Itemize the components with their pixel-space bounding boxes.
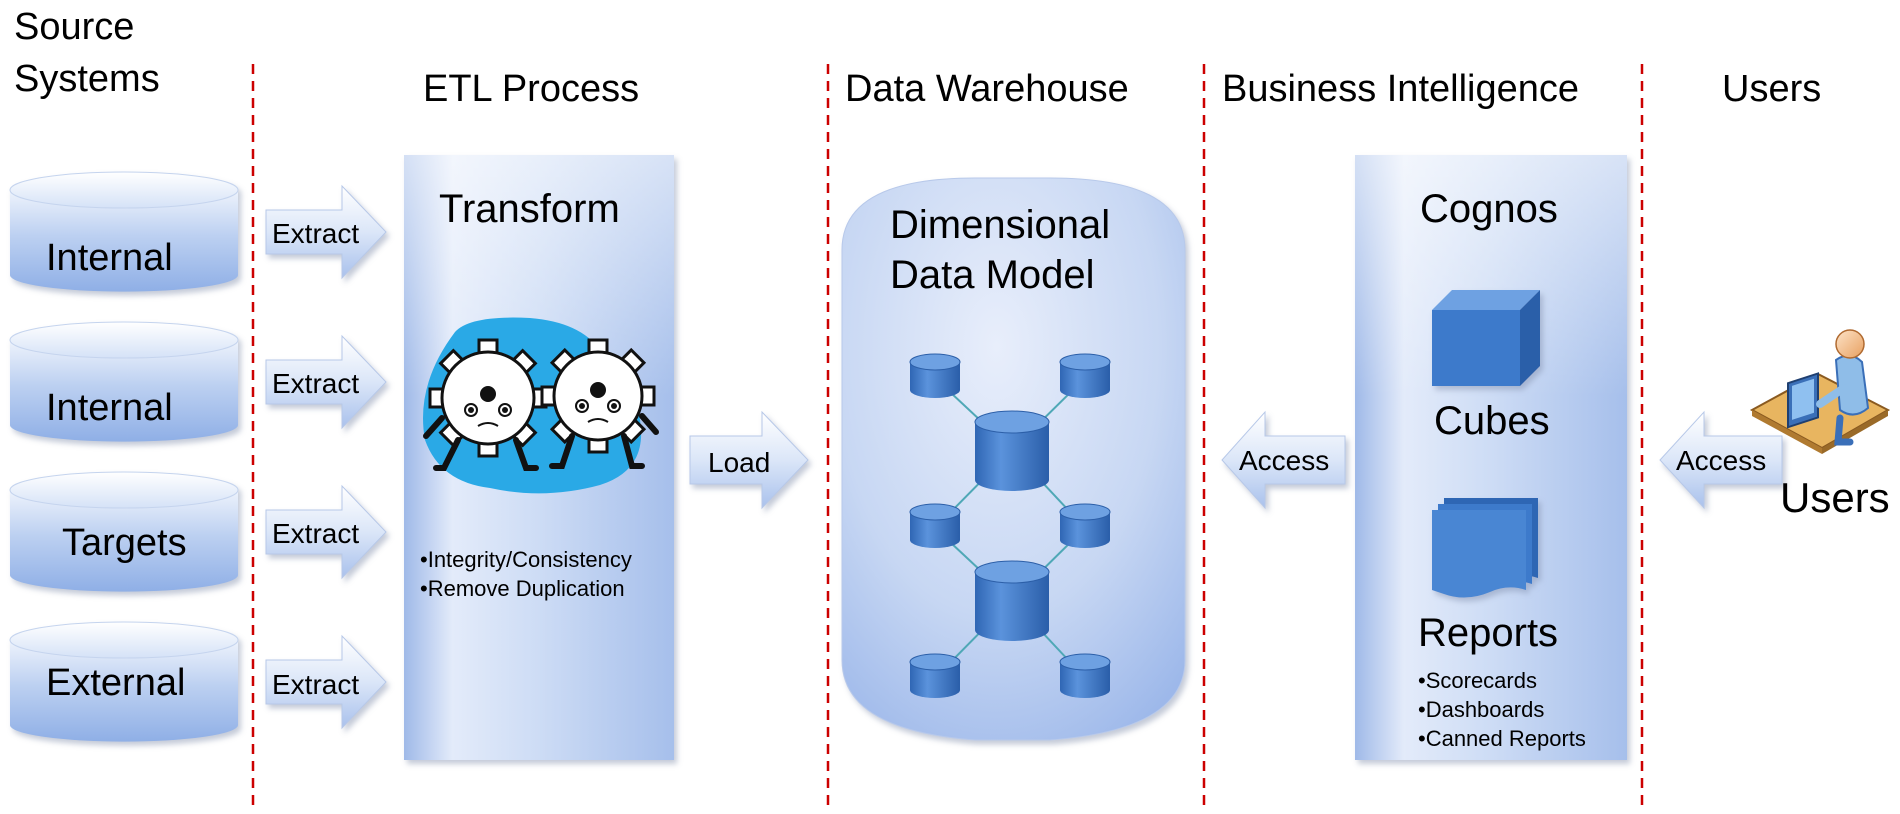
transform-title: Transform — [439, 187, 620, 231]
extract-label-1: Extract — [272, 218, 359, 249]
warehouse-title-line1: Dimensional — [890, 203, 1110, 247]
cubes-label: Cubes — [1434, 399, 1550, 443]
header-data-warehouse: Data Warehouse — [845, 68, 1129, 110]
load-arrow — [689, 410, 809, 510]
users-access-arrow — [1659, 410, 1783, 510]
extract-label-4: Extract — [272, 669, 359, 700]
extract-arrow-3 — [265, 484, 387, 580]
source-label-2: Internal — [46, 387, 173, 429]
model-node-dimension — [909, 503, 961, 548]
extract-label-3: Extract — [272, 518, 359, 549]
source-cylinder-2 — [9, 321, 239, 442]
warehouse-title-line2: Data Model — [890, 253, 1095, 297]
bi-bullet-1: •Scorecards — [1418, 668, 1537, 693]
bi-panel — [1355, 155, 1627, 760]
model-node-dimension — [1059, 503, 1111, 548]
extract-label-2: Extract — [272, 368, 359, 399]
access-arrow — [1221, 410, 1346, 510]
model-node-fact — [974, 410, 1050, 491]
gear-right-icon — [540, 338, 659, 469]
reports-stack-icon — [1432, 498, 1538, 598]
extract-arrow-1 — [265, 184, 387, 280]
model-node-fact — [974, 560, 1050, 641]
model-nodes — [909, 353, 1111, 698]
extract-arrow-2 — [265, 334, 387, 430]
model-node-dimension — [909, 353, 961, 398]
header-source-systems-line2: Systems — [14, 58, 160, 100]
cube-icon — [1432, 290, 1540, 386]
header-source-systems-line1: Source — [14, 6, 135, 48]
source-cylinder-4 — [9, 621, 239, 742]
etl-bullet-1: •Integrity/Consistency — [420, 547, 632, 572]
header-etl-process: ETL Process — [423, 68, 640, 110]
extract-arrow-4 — [265, 634, 387, 730]
etl-bullet-2: •Remove Duplication — [420, 576, 625, 601]
reports-label: Reports — [1418, 611, 1558, 655]
source-cylinders — [9, 171, 239, 742]
user-computer-icon — [1749, 329, 1891, 454]
cognos-title: Cognos — [1420, 187, 1558, 231]
gears-illustration — [423, 317, 659, 494]
header-users: Users — [1722, 68, 1822, 110]
source-cylinder-3 — [9, 471, 239, 592]
model-node-dimension — [909, 653, 961, 698]
bi-bullet-3: •Canned Reports — [1418, 726, 1586, 751]
access-label: Access — [1239, 445, 1329, 476]
source-cylinder-1 — [9, 171, 239, 292]
bi-bullet-2: •Dashboards — [1418, 697, 1544, 722]
extract-arrows — [265, 184, 387, 730]
users-label: Users — [1780, 474, 1890, 521]
source-label-1: Internal — [46, 237, 173, 279]
source-label-3: Targets — [62, 522, 187, 564]
users-access-label: Access — [1676, 445, 1766, 476]
load-label: Load — [708, 447, 770, 478]
column-dividers — [251, 64, 1644, 810]
model-node-dimension — [1059, 653, 1111, 698]
header-business-intelligence: Business Intelligence — [1222, 68, 1579, 110]
model-node-dimension — [1059, 353, 1111, 398]
shape-labels: Internal Internal Targets External Extra… — [46, 187, 1890, 751]
source-label-4: External — [46, 662, 185, 704]
